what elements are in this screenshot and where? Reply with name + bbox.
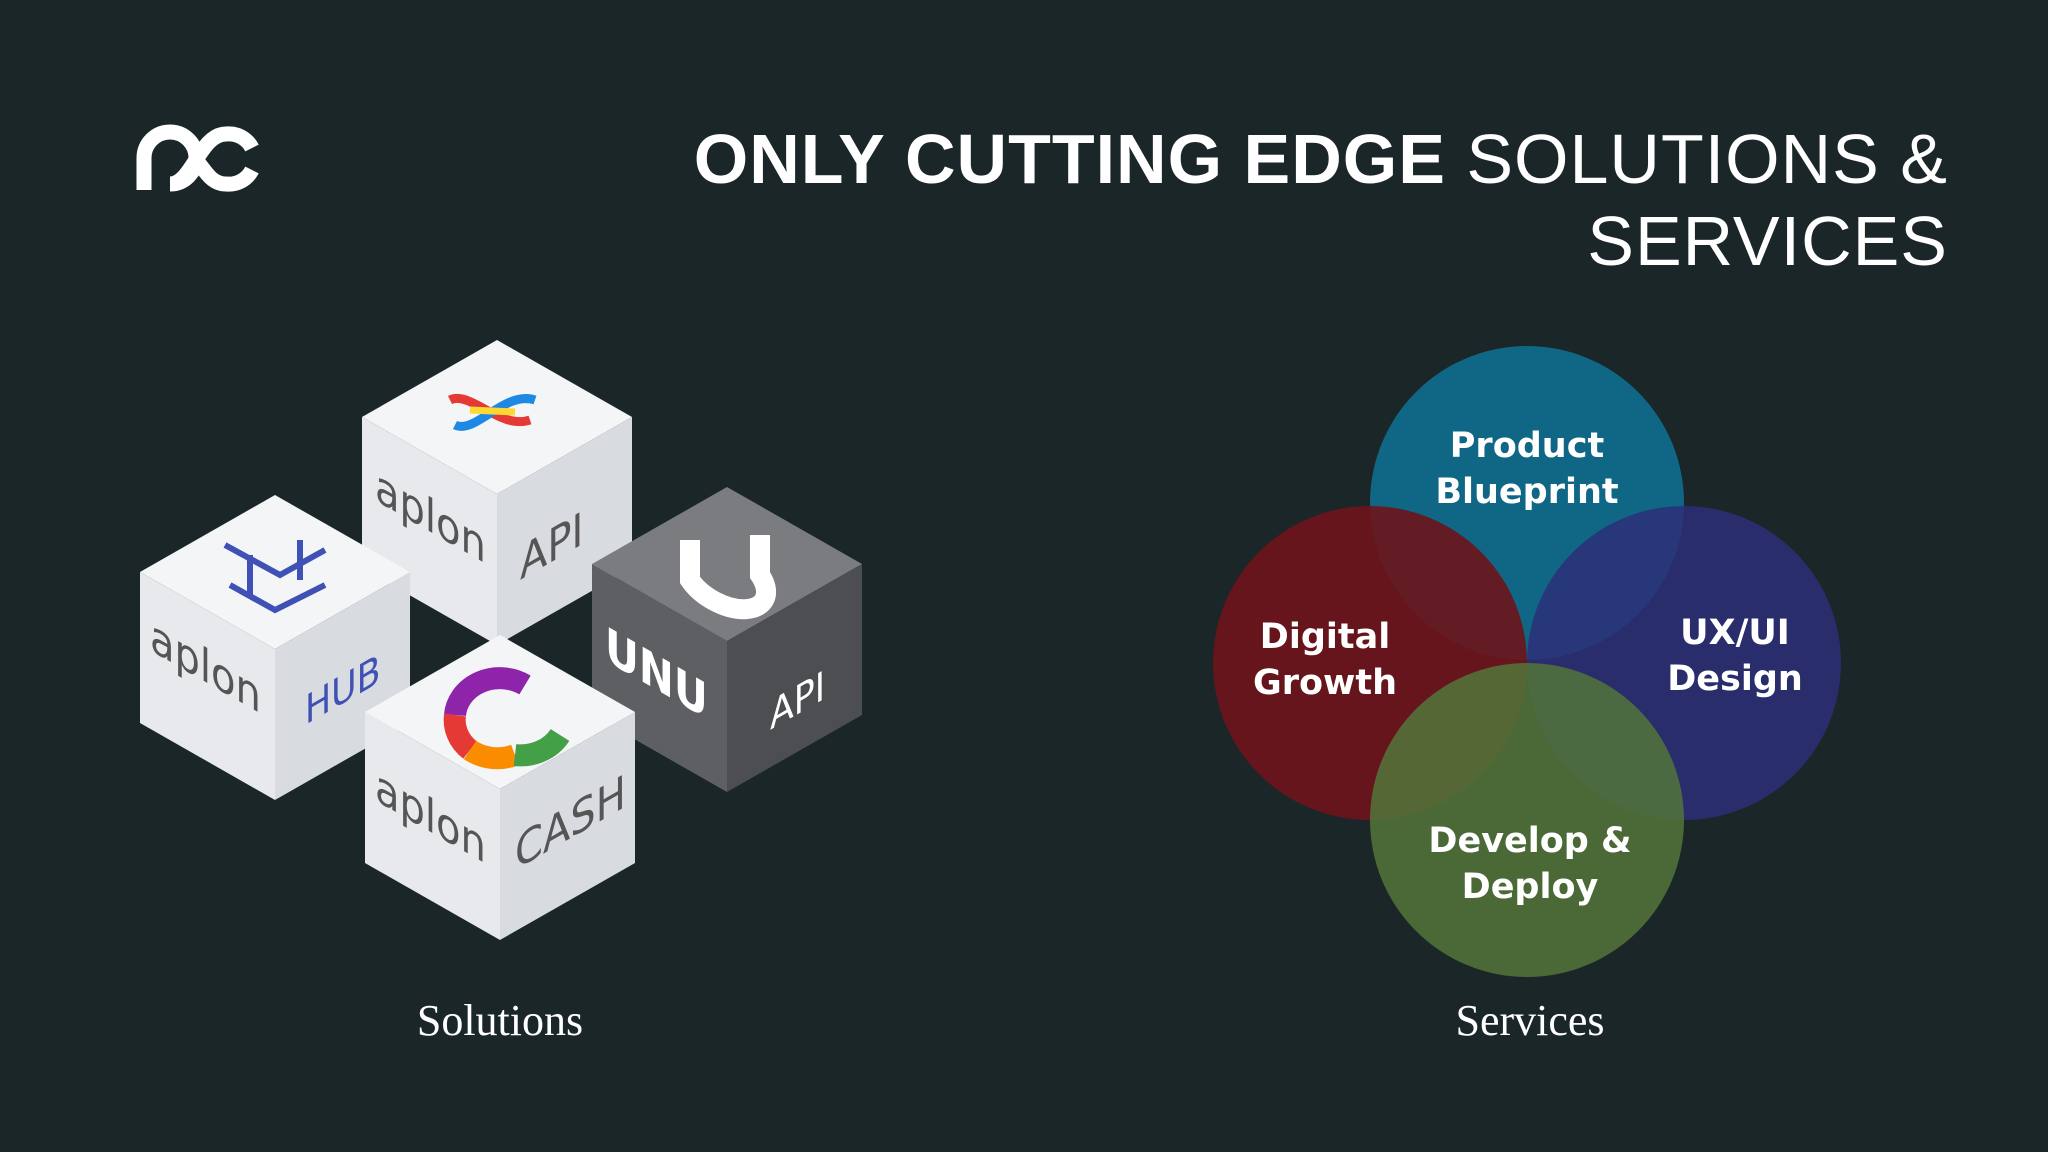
label-deploy: Deploy [1462, 867, 1599, 907]
label-growth: Growth [1253, 663, 1397, 703]
page-title: ONLY CUTTING EDGE SOLUTIONS & SERVICES [648, 118, 1948, 282]
title-rest: SOLUTIONS & [1466, 120, 1948, 198]
u-logo-icon [680, 535, 777, 620]
title-bold: ONLY CUTTING EDGE [693, 120, 1446, 198]
brand-logo-icon [136, 124, 259, 192]
cash-c-logo-icon [443, 667, 570, 770]
services-caption: Services [1455, 996, 1605, 1045]
label-blueprint: Blueprint [1435, 472, 1618, 512]
cube-aplon-hub: aplon HUB [140, 495, 410, 800]
label-develop: Develop & [1428, 821, 1631, 861]
cube-aplon-cash: aplon CASH [365, 635, 635, 940]
hub-logo-icon [223, 540, 327, 614]
title-line2: SERVICES [1587, 202, 1948, 280]
cube-aplon-api: aplon API [362, 340, 632, 645]
solutions-cubes: aplon API aplon HUB UNU API aplon CAS [140, 340, 862, 940]
cube-unu-api: UNU API [592, 487, 862, 792]
services-venn-diagram: Product Blueprint Digital Growth UX/UI D… [1213, 346, 1841, 977]
label-product: Product [1450, 426, 1604, 466]
label-uxui: UX/UI [1680, 613, 1790, 653]
label-design: Design [1667, 659, 1803, 699]
dna-icon [447, 393, 537, 431]
circle-develop-deploy [1370, 663, 1684, 977]
solutions-caption: Solutions [416, 996, 584, 1045]
label-digital: Digital [1260, 617, 1390, 657]
